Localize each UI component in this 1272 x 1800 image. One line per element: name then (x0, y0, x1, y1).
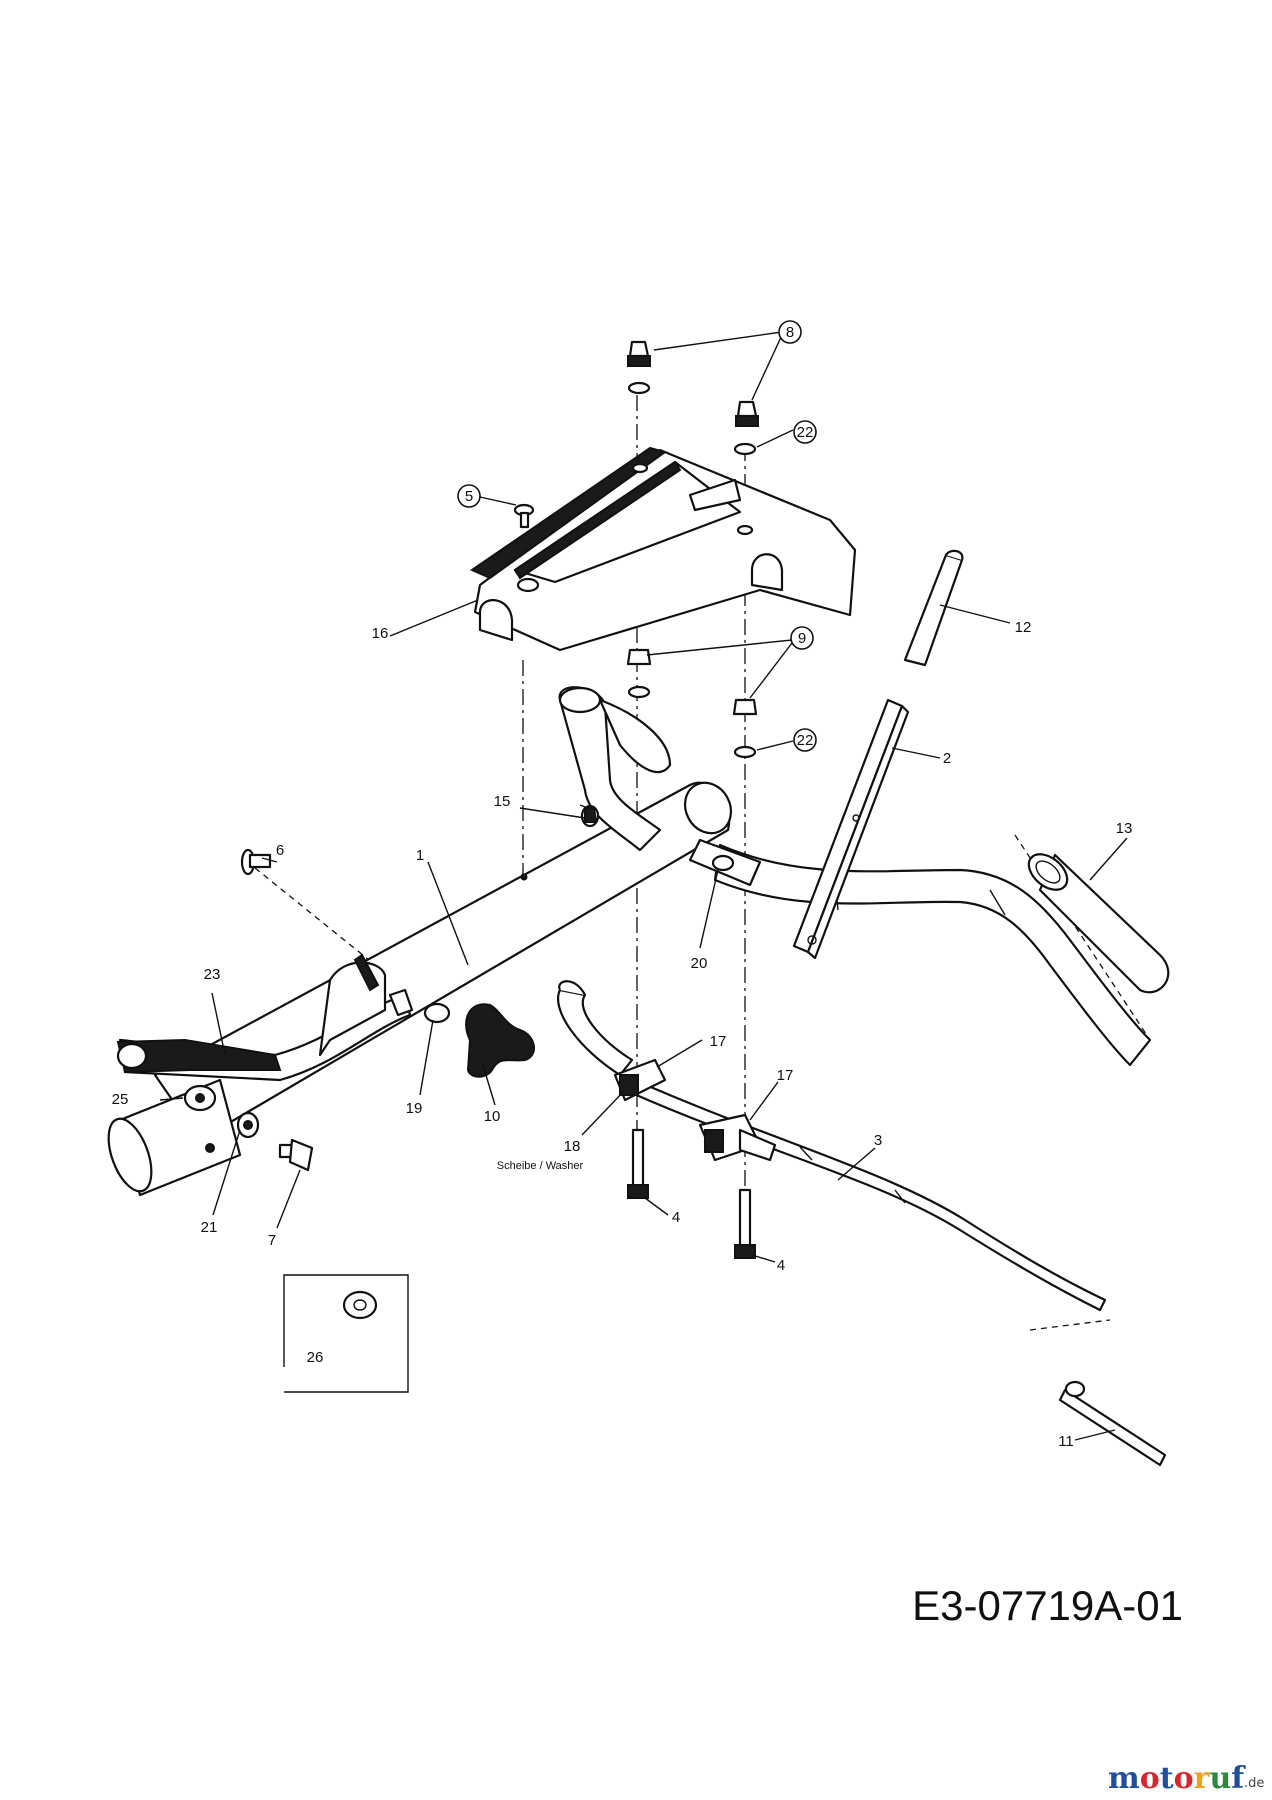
label-26: 26 (307, 1349, 324, 1366)
part-12-grip (903, 549, 964, 667)
label-16: 16 (372, 625, 389, 642)
label-13: 13 (1116, 820, 1133, 837)
label-20: 20 (691, 955, 708, 972)
label-6: 6 (276, 842, 284, 859)
label-12: 12 (1015, 619, 1032, 636)
part-10-knob (465, 1003, 535, 1078)
part-6-bolt (240, 848, 272, 876)
svg-text:motoruf: motoruf (1108, 1761, 1246, 1796)
part-17-bracket-left (557, 980, 667, 1102)
part-20-washer (711, 854, 735, 872)
label-4-left: 4 (672, 1209, 680, 1226)
part-9-nut-right (732, 698, 758, 716)
control-rod (623, 1076, 1107, 1312)
label-10: 10 (484, 1108, 501, 1125)
leader-lines (159, 331, 1128, 1441)
label-circle-22a (793, 420, 817, 444)
part-13-grip (1027, 853, 1170, 994)
label-15: 15 (494, 793, 511, 810)
label-circle-8 (778, 320, 802, 344)
label-2: 2 (943, 750, 951, 767)
svg-text:.de: .de (1244, 1776, 1264, 1791)
part-15-bolt (580, 804, 600, 828)
label-17-left: 17 (710, 1033, 727, 1050)
label-22-top: 22 (797, 424, 814, 441)
part-9-nut-left (626, 648, 652, 666)
part-11-pin (1058, 1380, 1167, 1467)
label-22-bottom: 22 (797, 732, 814, 749)
label-25: 25 (112, 1091, 129, 1108)
upper-handle-tube (713, 843, 1152, 1067)
label-circle-5 (457, 484, 481, 508)
label-18: 18 (564, 1138, 581, 1155)
label-circle-9 (790, 626, 814, 650)
motoruf-watermark: motoruf .de (1108, 1761, 1264, 1796)
label-7: 7 (268, 1232, 276, 1249)
label-11: 11 (1058, 1433, 1074, 1450)
label-1: 1 (416, 847, 424, 864)
label-17-right: 17 (777, 1067, 794, 1084)
part-1-frame-tube (153, 781, 762, 1142)
label-5: 5 (465, 488, 473, 505)
part-26-inset (283, 1274, 409, 1393)
part-8-nut-right (735, 400, 759, 427)
part-7-bolt (278, 1138, 314, 1172)
label-23: 23 (204, 966, 221, 983)
washers (627, 381, 757, 759)
label-19: 19 (406, 1100, 423, 1117)
label-18-note: Scheibe / Washer (497, 1160, 584, 1172)
lower-tube-end (107, 1078, 242, 1197)
part-23-lower-arm (116, 953, 414, 1082)
part-4-bolt-right (734, 1188, 756, 1259)
part-2-lever-bar (792, 698, 910, 960)
label-9: 9 (798, 630, 806, 647)
part-16-cover (469, 446, 857, 652)
part-19-washer (423, 1002, 451, 1024)
part-4-bolt-left (627, 1128, 649, 1199)
part-8-nut-left (627, 340, 651, 367)
label-21: 21 (201, 1219, 218, 1236)
label-4-right: 4 (777, 1257, 785, 1274)
part-5-screw (513, 503, 535, 529)
label-circle-22b (793, 728, 817, 752)
upper-bent-tube (558, 686, 672, 852)
label-3: 3 (874, 1132, 882, 1149)
drawing-code: E3-07719A-01 (912, 1582, 1183, 1629)
label-8: 8 (786, 324, 794, 341)
part-17-bracket-right (698, 1113, 777, 1162)
